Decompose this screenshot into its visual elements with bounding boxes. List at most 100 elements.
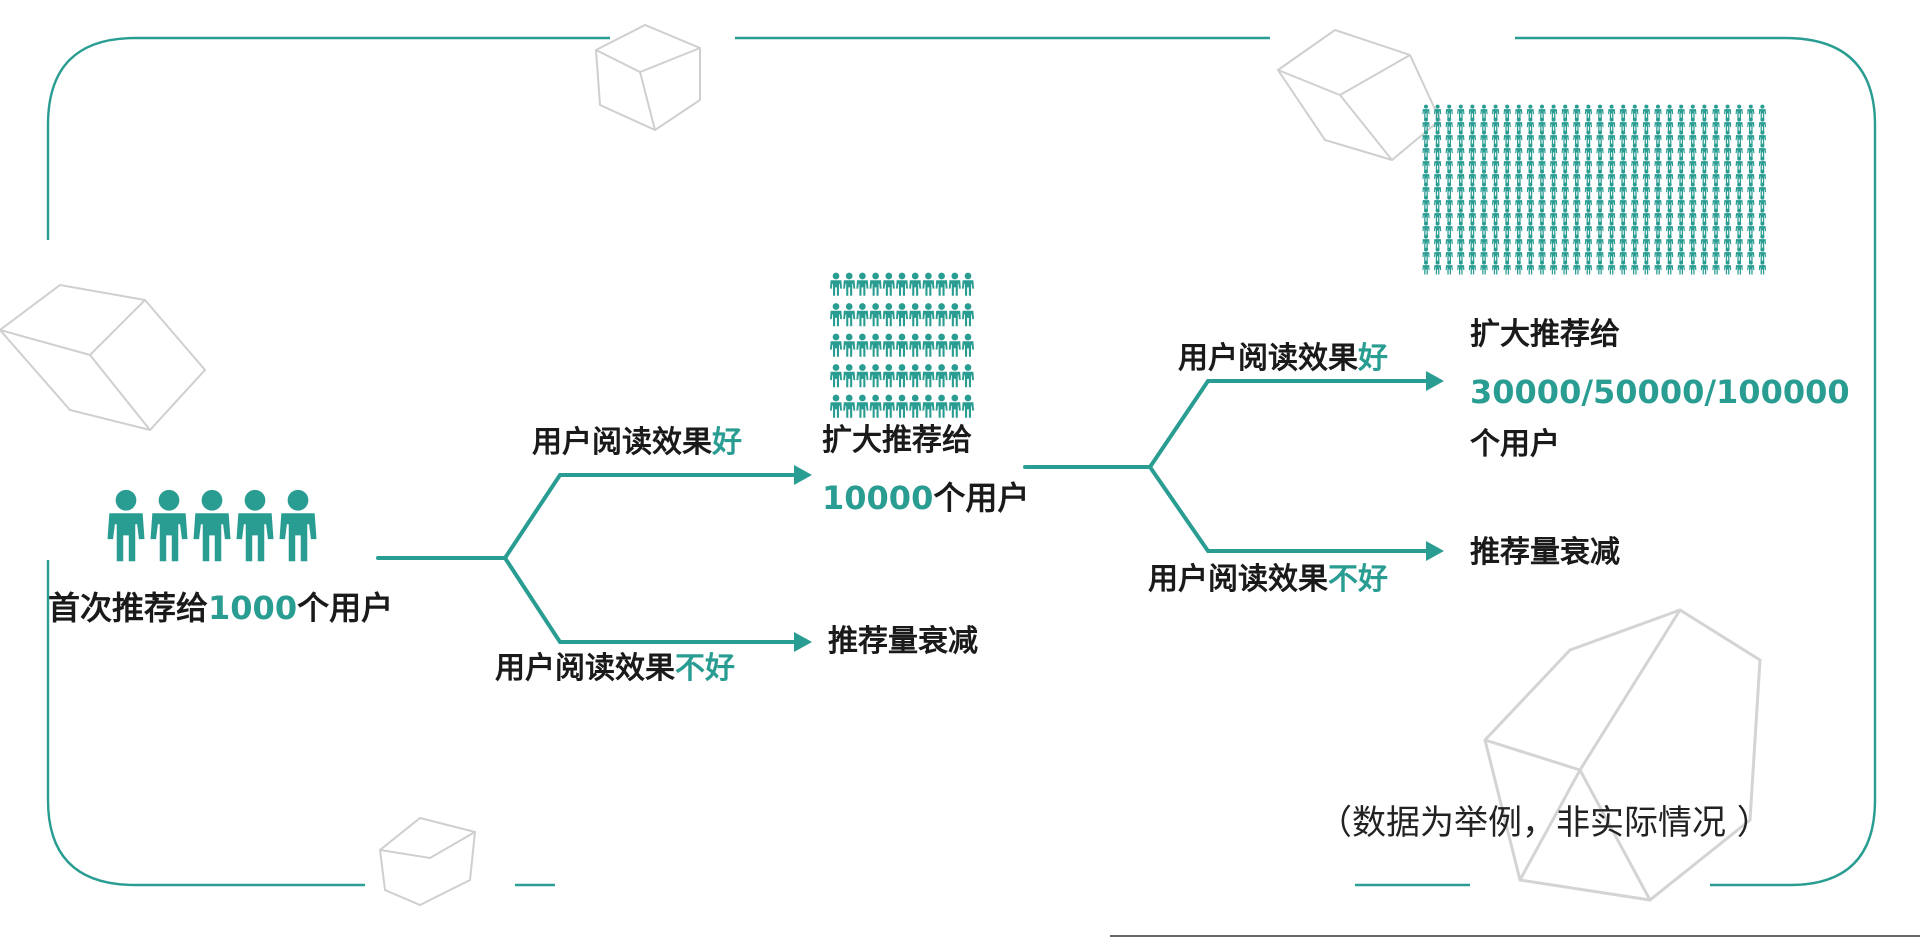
branch1-good-line [503, 473, 800, 560]
person-icon [1619, 221, 1627, 236]
person-icon [1631, 221, 1639, 236]
open-box-outline-icon [378, 816, 477, 907]
person-icon [1468, 247, 1476, 262]
person-icon [1631, 234, 1639, 249]
person-icon [922, 364, 935, 388]
person-icon [1434, 234, 1442, 249]
person-icon [1631, 208, 1639, 223]
person-icon [1457, 247, 1465, 262]
person-icon [1550, 195, 1558, 210]
person-icon [1689, 156, 1697, 171]
person-icon [1654, 169, 1662, 184]
person-icon [1631, 195, 1639, 210]
person-icon [1712, 117, 1720, 132]
person-icon [1468, 260, 1476, 275]
person-icon [1480, 130, 1488, 145]
person-icon [830, 272, 842, 296]
branch1-bad-label: 用户阅读效果不好 [495, 654, 735, 684]
person-icon [1445, 221, 1453, 236]
person-icon [1584, 221, 1592, 236]
person-icon [896, 272, 908, 296]
person-icon [1631, 260, 1639, 275]
person-icon [1724, 104, 1732, 119]
person-icon [1735, 221, 1743, 236]
person-icon [1700, 208, 1708, 223]
person-icon [1666, 182, 1674, 197]
person-icon [1480, 143, 1488, 158]
person-icon [1503, 143, 1511, 158]
person-icon [962, 364, 974, 388]
person-icon [1526, 117, 1534, 132]
person-icon [1480, 221, 1488, 236]
person-icon [1445, 130, 1453, 145]
person-icon [1689, 130, 1697, 145]
person-icon [1596, 169, 1604, 184]
person-icon [1596, 143, 1604, 158]
person-icon [1642, 260, 1650, 275]
person-icon [1654, 104, 1662, 119]
person-icon [1608, 182, 1616, 197]
person-icon [1631, 117, 1639, 132]
person-icon [1735, 182, 1743, 197]
person-icon [1608, 195, 1616, 210]
person-icon [1550, 104, 1558, 119]
person-icon [1677, 234, 1685, 249]
person-icon [1689, 104, 1697, 119]
person-icon [1550, 260, 1558, 275]
person-icon [1526, 195, 1534, 210]
person-icon [150, 489, 188, 562]
person-icon [1619, 169, 1627, 184]
person-icon [1434, 130, 1442, 145]
person-icon [896, 394, 908, 418]
person-icon [1445, 104, 1453, 119]
person-icon [843, 394, 856, 418]
person-icon [1457, 182, 1465, 197]
person-icon [1619, 208, 1627, 223]
person-icon [1503, 130, 1511, 145]
person-icon [107, 489, 145, 562]
person-icon [843, 272, 856, 296]
person-icon [1492, 221, 1500, 236]
stage1-count: 1000 [208, 589, 298, 627]
branch1-good-prefix: 用户阅读效果 [532, 425, 712, 460]
person-icon [1700, 143, 1708, 158]
person-icon [1700, 260, 1708, 275]
person-icon [1758, 221, 1766, 236]
person-icon [1480, 234, 1488, 249]
arrow-head-icon [1426, 371, 1444, 391]
person-icon [1758, 130, 1766, 145]
person-icon [1747, 208, 1755, 223]
open-box-outline-icon [1276, 28, 1442, 162]
stage1-label: 首次推荐给1000个用户 [48, 592, 393, 624]
person-icon [1561, 208, 1569, 223]
person-icon [1468, 156, 1476, 171]
person-icon [1526, 208, 1534, 223]
person-icon [882, 364, 895, 388]
person-icon [843, 303, 856, 327]
person-icon [948, 272, 961, 296]
person-icon [1526, 156, 1534, 171]
person-icon [1700, 195, 1708, 210]
person-icon [1515, 221, 1523, 236]
person-icon [856, 333, 869, 357]
person-icon [193, 489, 231, 562]
person-icon [1735, 143, 1743, 158]
branch2-good-result-line1: 扩大推荐给 [1470, 317, 1620, 352]
person-icon [1584, 208, 1592, 223]
person-icon [1758, 143, 1766, 158]
person-icon [1735, 260, 1743, 275]
person-icon [1434, 195, 1442, 210]
person-icon [1434, 221, 1442, 236]
person-icon [1735, 208, 1743, 223]
person-icon [922, 333, 935, 357]
branch1-good-flag: 好 [712, 425, 742, 460]
person-icon [1596, 221, 1604, 236]
person-icon [1677, 247, 1685, 262]
person-icon [1642, 208, 1650, 223]
person-icon [1480, 182, 1488, 197]
person-icon [1492, 104, 1500, 119]
person-icon [1468, 169, 1476, 184]
person-icon [1700, 130, 1708, 145]
person-icon [1689, 117, 1697, 132]
person-icon [1642, 247, 1650, 262]
